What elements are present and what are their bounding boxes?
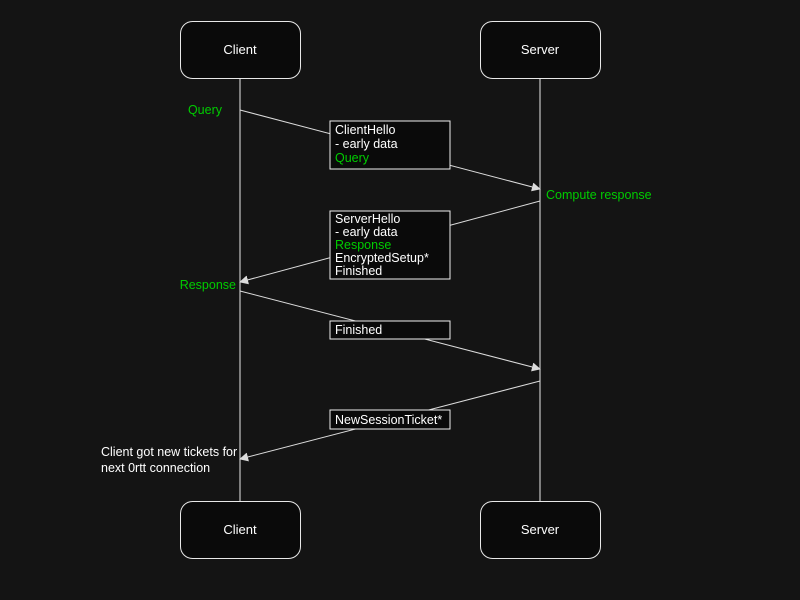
message-box-newsessionticket [329,409,451,430]
message-text: - early data [335,225,398,239]
message-text: Finished [335,264,382,278]
note-new-tickets-line2: next 0rtt connection [101,461,210,475]
message-text: Query [335,151,370,165]
note-new-tickets-line1: Client got new tickets for [101,445,237,459]
annotation-query: Query [188,103,223,117]
client-actor-box-top [180,21,301,79]
annotation-response: Response [180,278,236,292]
client-actor-box-bottom [180,501,301,559]
message-text: Finished [335,323,382,337]
message-box-serverhello [329,210,451,280]
client-actor-label-top: Client [223,42,257,57]
server-actor-label-bottom: Server [521,522,560,537]
message-box-clienthello [329,120,451,170]
client-actor-label-bottom: Client [223,522,257,537]
message-text: NewSessionTicket* [335,413,442,427]
message-text: EncryptedSetup* [335,251,429,265]
message-box-finished [329,320,451,340]
message-text: - early data [335,137,398,151]
message-text: ServerHello [335,212,400,226]
message-text: Response [335,238,391,252]
annotation-compute-response: Compute response [546,188,652,202]
message-text: ClientHello [335,123,395,137]
server-actor-box-top [480,21,601,79]
server-actor-label-top: Server [521,42,560,57]
server-actor-box-bottom [480,501,601,559]
